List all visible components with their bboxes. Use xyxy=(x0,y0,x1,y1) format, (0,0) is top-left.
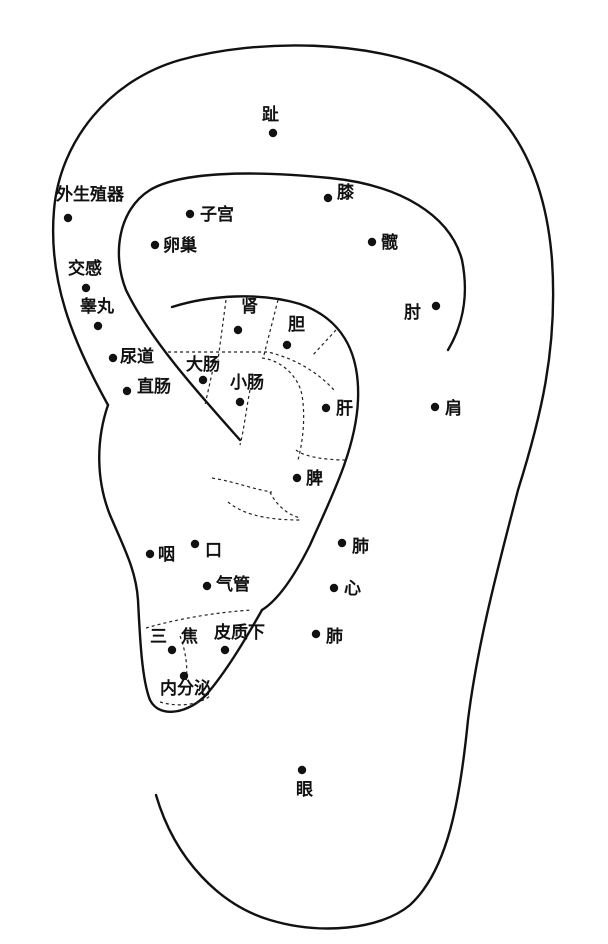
toe-point xyxy=(268,128,278,138)
concha-contour xyxy=(170,295,360,612)
heart-label: 心 xyxy=(344,579,361,599)
ear-lobe-contour xyxy=(98,403,264,713)
zone-line-14 xyxy=(159,695,211,706)
lung-upper-point xyxy=(337,538,347,548)
external-genitals-label: 外生殖器 xyxy=(56,184,125,205)
zone-line-9 xyxy=(295,449,349,461)
trachea-label: 气管 xyxy=(215,574,250,595)
urethra-point xyxy=(108,353,118,363)
shoulder-label: 肩 xyxy=(445,398,462,419)
lung-upper-label: 肺 xyxy=(352,537,369,557)
spleen-label: 脾 xyxy=(306,468,323,489)
zone-line-7 xyxy=(204,359,216,406)
sympathetic-label: 交感 xyxy=(68,258,102,279)
subcortex-label: 皮质下 xyxy=(214,622,265,643)
large-intestine-label: 大肠 xyxy=(186,354,220,375)
kidney-label: 肾 xyxy=(241,297,258,317)
gallbladder-label: 胆 xyxy=(288,315,305,335)
zone-line-2 xyxy=(263,299,279,356)
knee-point xyxy=(323,193,333,203)
small-intestine-label: 小肠 xyxy=(230,373,264,393)
zone-line-5 xyxy=(261,357,305,461)
kidney-point xyxy=(233,325,243,335)
zone-line-11 xyxy=(227,501,301,521)
external-genitals-point xyxy=(63,213,73,223)
endocrine-point xyxy=(179,671,189,681)
subcortex-point xyxy=(220,645,230,655)
endocrine-label: 内分泌 xyxy=(160,678,211,699)
zone-line-10 xyxy=(269,491,301,519)
uterus-point xyxy=(185,209,195,219)
elbow-label: 肘 xyxy=(404,303,421,323)
ovary-label: 卵巢 xyxy=(163,235,198,256)
lung-lower-point xyxy=(311,629,321,639)
mouth-point xyxy=(190,539,200,549)
trachea-point xyxy=(202,581,212,591)
elbow-point xyxy=(431,301,441,311)
small-intestine-point xyxy=(235,397,245,407)
zone-line-4 xyxy=(167,351,335,391)
urethra-label: 尿道 xyxy=(120,346,154,367)
knee-label: 膝 xyxy=(337,182,355,203)
sanjiao-label: 三焦 xyxy=(150,626,198,647)
sympathetic-point xyxy=(81,283,91,293)
rectum-label: 直肠 xyxy=(137,376,171,397)
zone-line-1 xyxy=(217,299,227,361)
gallbladder-point xyxy=(282,340,292,350)
testis-label: 睾丸 xyxy=(80,296,115,317)
pharynx-point xyxy=(145,549,155,559)
shoulder-point xyxy=(430,402,440,412)
liver-point xyxy=(321,403,331,413)
liver-label: 肝 xyxy=(336,399,353,419)
lung-lower-label: 肺 xyxy=(326,627,343,647)
toe-label: 趾 xyxy=(262,104,279,125)
zone-line-12 xyxy=(145,609,253,629)
large-intestine-point xyxy=(198,375,208,385)
eye-label: 眼 xyxy=(296,780,313,800)
antihelix-ridge xyxy=(117,172,466,442)
pharynx-label: 咽 xyxy=(158,545,175,565)
uterus-label: 子宫 xyxy=(200,204,234,225)
eye-point xyxy=(297,765,307,775)
ear-outer-contour xyxy=(51,44,555,930)
testis-point xyxy=(93,321,103,331)
zone-line-8 xyxy=(211,477,273,493)
spleen-point xyxy=(292,473,302,483)
heart-point xyxy=(329,583,339,593)
mouth-label: 口 xyxy=(205,541,222,561)
hip-label: 髋 xyxy=(381,232,398,253)
rectum-point xyxy=(122,386,132,396)
ovary-point xyxy=(150,240,160,250)
sanjiao-point xyxy=(167,645,177,655)
zone-line-3 xyxy=(311,329,337,357)
hip-point xyxy=(367,237,377,247)
